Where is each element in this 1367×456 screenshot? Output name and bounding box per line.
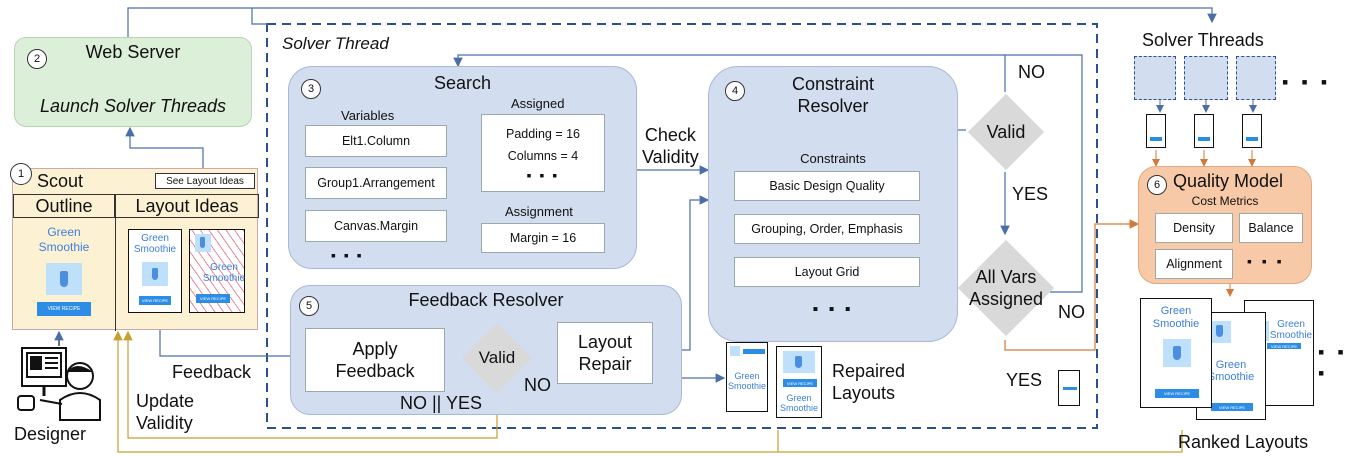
- outline-view-recipe-button[interactable]: VIEW RECIPE: [37, 302, 91, 316]
- metric-item: Balance: [1239, 213, 1303, 243]
- ellipsis: ▪ ▪ ▪: [331, 247, 364, 263]
- thread-output-phone: [1146, 114, 1166, 148]
- thread-output-phone: [1194, 114, 1214, 148]
- assignment-label: Assignment: [505, 204, 573, 219]
- more-threads-ellipsis: ▪ ▪ ▪: [1282, 72, 1332, 92]
- scout-title: Scout: [37, 171, 84, 191]
- valid-decision: Valid: [967, 93, 1045, 171]
- yes-label-mid: YES: [1012, 184, 1049, 204]
- search-title: Search: [433, 73, 492, 93]
- designer-label: Designer: [14, 424, 87, 444]
- web-server-subtitle: Launch Solver Threads: [39, 96, 227, 116]
- assignment-box: Margin = 16: [481, 223, 605, 253]
- constraint-item: Grouping, Order, Emphasis: [734, 214, 920, 244]
- step-number: 2: [27, 49, 47, 69]
- yes-label-bottom: YES: [1006, 370, 1043, 390]
- variable-item: Group1.Arrangement: [305, 167, 447, 199]
- solver-thread-title: Solver Thread: [282, 34, 389, 53]
- constraint-item: Layout Grid: [734, 257, 920, 287]
- tab-layout-ideas[interactable]: Layout Ideas: [115, 194, 259, 218]
- step-number: 6: [1147, 175, 1167, 195]
- assigned-box: Padding = 16 Columns = 4 ▪ ▪ ▪: [481, 114, 605, 192]
- view-recipe-button[interactable]: VIEW RECIPE: [196, 294, 230, 303]
- constraint-item: Basic Design Quality: [734, 171, 920, 201]
- no-label-top: NO: [1018, 62, 1045, 82]
- step-number: 3: [301, 79, 321, 99]
- see-layout-ideas-button[interactable]: See Layout Ideas: [155, 173, 255, 189]
- no-label-right: NO: [1058, 302, 1085, 322]
- constraints-label: Constraints: [800, 151, 866, 166]
- variable-item: Elt1.Column: [305, 125, 447, 157]
- ellipsis: ▪ ▪ ▪: [526, 167, 560, 183]
- tab-outline[interactable]: Outline: [13, 194, 115, 218]
- solver-thread-mini: [1134, 56, 1176, 100]
- thread-output-phone: [1242, 114, 1262, 148]
- search-panel: 3 Search Variables Elt1.Column Group1.Ar…: [288, 66, 637, 269]
- solver-thread-mini: [1236, 56, 1276, 100]
- quality-model-panel: 6 Quality Model Cost Metrics Density Bal…: [1138, 166, 1312, 284]
- scout-panel: 1 Scout See Layout Ideas Outline Layout …: [10, 163, 259, 331]
- ellipsis: ▪ ▪ ▪: [812, 301, 854, 318]
- view-recipe-button[interactable]: VIEW RECIPE: [139, 296, 171, 305]
- cup-icon: [60, 271, 68, 287]
- ranked-layouts-label: Ranked Layouts: [1178, 432, 1309, 452]
- designer-icon: [16, 346, 104, 422]
- feedback-label: Feedback: [172, 362, 252, 382]
- assigned-label: Assigned: [511, 96, 565, 111]
- valid-label: Valid: [986, 121, 1026, 142]
- step-number: 1: [10, 163, 32, 185]
- assigned-item: Padding = 16: [505, 127, 581, 141]
- assigned-item: Columns = 4: [507, 149, 579, 163]
- step-number: 5: [299, 296, 319, 316]
- solver-thread-mini: [1184, 56, 1228, 100]
- view-recipe-button[interactable]: VIEW RECIPE: [1211, 403, 1253, 411]
- assigned-layout-thumbnail: [1058, 370, 1080, 406]
- variable-item: Canvas.Margin: [305, 210, 447, 242]
- ellipsis: ▪ ▪ ▪: [1247, 253, 1285, 269]
- outline-image: [46, 263, 82, 295]
- no-label-feedback: NO: [524, 375, 551, 395]
- feedback-resolver-title: Feedback Resolver: [408, 290, 564, 310]
- view-recipe-button[interactable]: VIEW RECIPE: [1155, 389, 1199, 398]
- view-recipe-button[interactable]: VIEW RECIPE: [783, 379, 817, 387]
- valid-label: Valid: [478, 348, 516, 367]
- no-or-yes-label: NO || YES: [400, 393, 483, 413]
- metric-item: Alignment: [1155, 249, 1233, 279]
- step-number: 4: [725, 81, 745, 101]
- view-recipe-button[interactable]: VIEW RECIPE: [1267, 343, 1301, 349]
- feedback-valid-decision: Valid: [461, 322, 533, 394]
- quality-model-title: Quality Model: [1173, 171, 1284, 191]
- solver-thread-border: [266, 23, 1098, 429]
- more-layouts-ellipsis: ▪ ▪ ▪: [1318, 342, 1348, 383]
- cost-metrics-label: Cost Metrics: [1191, 194, 1259, 208]
- web-server-title: Web Server: [85, 42, 181, 62]
- web-server-box: 2 Web Server Launch Solver Threads: [14, 37, 252, 127]
- variables-label: Variables: [341, 108, 395, 123]
- solver-threads-label: Solver Threads: [1142, 30, 1264, 50]
- metric-item: Density: [1155, 213, 1233, 243]
